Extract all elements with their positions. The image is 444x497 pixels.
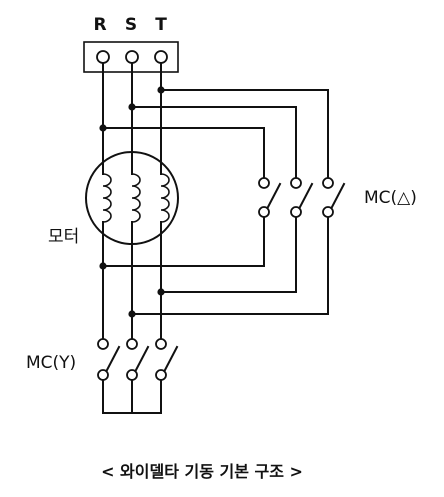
mc-star-contactor [97, 338, 179, 381]
junction-dot [128, 310, 136, 318]
mc-delta-label: MC(△) [364, 188, 417, 208]
phase-label-t: T [155, 15, 167, 35]
star-contact-lower [97, 369, 109, 381]
junction-dot [99, 124, 107, 132]
winding-coil-r [102, 173, 112, 223]
star-contact-upper [126, 338, 138, 350]
star-contact-lower [126, 369, 138, 381]
star-contact-upper [97, 338, 109, 350]
phase-label-s: S [125, 15, 137, 35]
terminal-t [154, 50, 168, 64]
junction-dots [99, 86, 165, 318]
delta-contact-upper [258, 177, 270, 189]
diagram-caption: < 와이델타 기동 기본 구조 > [101, 462, 303, 481]
delta-contact-upper [290, 177, 302, 189]
star-contact-upper [155, 338, 167, 350]
delta-upper-wires [102, 89, 329, 181]
terminal-r [96, 50, 110, 64]
motor-windings [102, 149, 170, 247]
delta-contact-upper [322, 177, 334, 189]
junction-dot [157, 288, 165, 296]
star-contact-lower [155, 369, 167, 381]
winding-coil-s [131, 173, 141, 223]
delta-contact-lower [290, 206, 302, 218]
terminal-s [125, 50, 139, 64]
junction-dot [99, 262, 107, 270]
delta-lower-wires [102, 213, 329, 315]
junction-dot [157, 86, 165, 94]
phase-label-r: R [93, 15, 106, 35]
star-point-wires [102, 379, 162, 414]
delta-contact-lower [258, 206, 270, 218]
motor [85, 149, 179, 247]
mc-delta-contactor [258, 177, 346, 218]
junction-dot [128, 103, 136, 111]
winding-coil-t [160, 173, 170, 223]
mc-star-label: MC(Y) [26, 353, 76, 373]
delta-contact-lower [322, 206, 334, 218]
motor-label: 모터 [48, 227, 79, 247]
